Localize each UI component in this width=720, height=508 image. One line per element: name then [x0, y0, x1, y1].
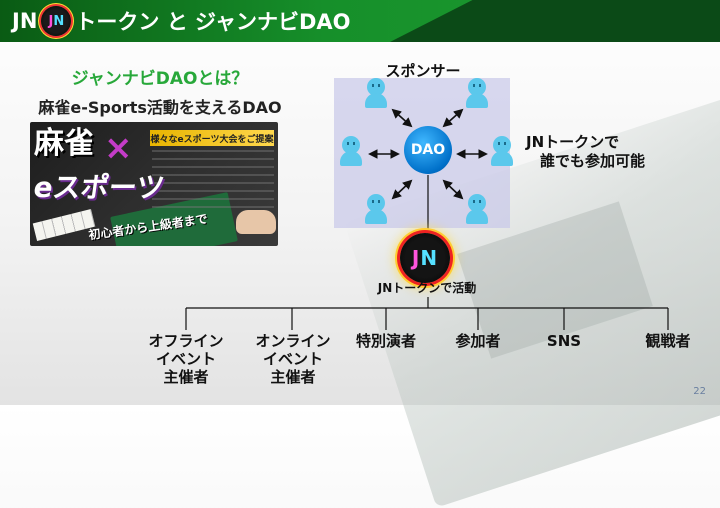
category-spectator: 観戦者	[645, 332, 691, 350]
category-participant: 参加者	[455, 332, 501, 350]
sponsor-person-icon	[466, 78, 488, 108]
diagram-connectors	[185, 108, 669, 330]
category-online-event-host: オンライン イベント 主催者	[255, 332, 331, 386]
participation-note-line1: JNトークンで	[526, 133, 620, 151]
category-special-performer: 特別演者	[355, 332, 416, 350]
title-suffix: トークン と ジャンナビDAO	[75, 10, 351, 34]
category-offline-event-host: オフライン イベント 主催者	[148, 332, 224, 386]
mahjong-esports-banner-image: 麻雀 × eスポーツ 様々なeスポーツ大会をご提案 初心者から上級者まで	[30, 122, 278, 246]
sponsor-person-icon	[491, 136, 513, 166]
sponsor-person-icon	[365, 194, 387, 224]
sponsor-person-icon	[466, 194, 488, 224]
sponsor-person-icon	[340, 136, 362, 166]
banner-headline-mahjong: 麻雀	[34, 126, 94, 161]
dao-node: DAO	[404, 126, 452, 174]
dao-arrows	[368, 108, 488, 200]
arrow-bottom-right	[442, 179, 464, 200]
title-bar	[0, 0, 720, 42]
dao-subtitle: 麻雀e-Sports活動を支えるDAO	[38, 98, 282, 117]
page-number: 22	[693, 386, 706, 397]
banner-text-lines	[152, 150, 274, 210]
arrow-top-left	[391, 108, 413, 128]
tree-lines	[185, 175, 669, 330]
jn-activity-label: JNトークンで活動	[377, 281, 477, 295]
sponsor-label: スポンサー	[385, 62, 461, 80]
banner-cross: ×	[104, 128, 133, 168]
category-sns: SNS	[546, 332, 582, 350]
banner-ribbon: 様々なeスポーツ大会をご提案	[150, 130, 274, 146]
banner-hand	[236, 210, 276, 234]
arrow-top-right	[442, 108, 464, 128]
sponsor-person-icon	[365, 78, 387, 108]
participation-note-line2: 誰でも参加可能	[540, 152, 646, 170]
arrow-bottom-left	[391, 179, 413, 200]
title-prefix: JN	[12, 9, 38, 33]
dao-question-heading: ジャンナビDAOとは？	[71, 69, 249, 89]
participation-note: JNトークンで 誰でも参加可能	[526, 133, 666, 171]
